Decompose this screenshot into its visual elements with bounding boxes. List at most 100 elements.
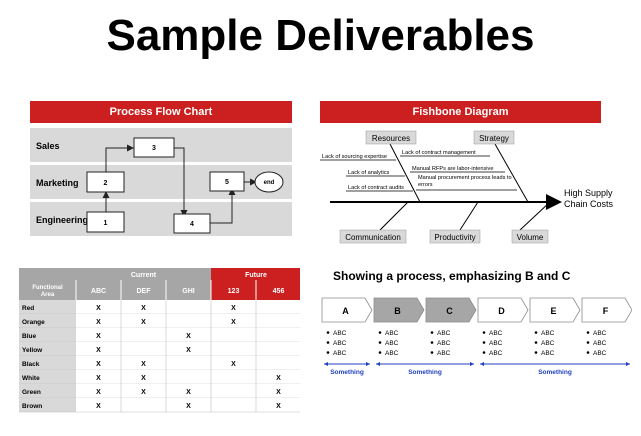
category-volume (511, 229, 549, 244)
table-current-cols-bg (76, 280, 211, 300)
table-cell: X (96, 375, 101, 382)
bone-strategy (494, 143, 529, 203)
table-row-label: Black (22, 361, 40, 368)
process-step-chevron (373, 297, 425, 323)
process-bullet: ABC (437, 330, 451, 337)
table-row (76, 300, 300, 314)
flow-box-4-label: 4 (190, 221, 194, 228)
category-strategy-label: Strategy (479, 134, 509, 143)
flow-box-5-label: 5 (225, 179, 229, 186)
table-cell: X (96, 403, 101, 410)
bullet-dot (534, 341, 538, 344)
table-row (76, 342, 300, 356)
flow-box-3-label: 3 (152, 145, 156, 152)
lane-label-marketing: Marketing (36, 178, 79, 188)
process-bullet: ABC (593, 330, 607, 337)
category-resources-label: Resources (372, 134, 410, 143)
bullet-dot (482, 341, 486, 344)
process-bullet: ABC (593, 350, 607, 357)
flow-end-terminator (254, 171, 284, 193)
table-cell: X (186, 347, 191, 354)
bullet-dot (326, 331, 330, 334)
category-productivity-label: Productivity (434, 233, 475, 242)
bone-productivity (459, 201, 479, 231)
flow-box-2-label: 2 (104, 180, 108, 187)
table-row-label: Brown (22, 403, 42, 410)
cause-3: Lack of analytics (348, 170, 390, 176)
table-col-header: 456 (273, 288, 285, 295)
flow-end-label: end (264, 180, 275, 186)
connector-4-5 (210, 188, 236, 224)
table-row (76, 370, 300, 384)
table-cell: X (96, 319, 101, 326)
cause-4: Manual RFPs are labor-intensive (412, 166, 493, 172)
category-productivity (429, 229, 481, 244)
table-row-label-bg (19, 342, 76, 356)
table-row-label: Yellow (22, 347, 43, 354)
table-row-label-bg (19, 300, 76, 314)
table-col-header: ABC (91, 288, 106, 295)
table-col-header: DEF (137, 288, 152, 295)
span-label: Something (538, 369, 572, 376)
fishbone-diagram: Resources Strategy Communication Product… (320, 130, 613, 244)
process-flow-header: Process Flow Chart (30, 101, 292, 123)
table-cell: X (141, 305, 146, 312)
bullet-dot (586, 341, 590, 344)
category-resources (365, 130, 417, 145)
table-row-label-bg (19, 328, 76, 342)
cause-2: Lack of contract management (402, 150, 476, 156)
process-step-chevron (321, 297, 373, 323)
flow-box-1-label: 1 (104, 220, 108, 227)
table-cell: X (96, 361, 101, 368)
process-step-label: E (550, 306, 556, 316)
process-bullet: ABC (541, 340, 555, 347)
table-row-label-bg (19, 356, 76, 370)
fishbone-header: Fishbone Diagram (320, 101, 601, 123)
process-bullet: ABC (489, 350, 503, 357)
process-emphasis-title: Showing a process, emphasizing B and C (333, 269, 571, 283)
bullet-dot (586, 351, 590, 354)
table-row-label: Green (22, 389, 41, 396)
cause-1: Lack of sourcing expertise (322, 154, 387, 160)
process-flow-chart: Sales Marketing Engineering 1 2 3 4 5 en… (30, 128, 292, 236)
table-group-current: Current (131, 272, 157, 279)
bone-volume (519, 201, 551, 231)
table-cell: X (231, 319, 236, 326)
lane-engineering (30, 202, 292, 236)
process-bullet: ABC (333, 330, 347, 337)
table-cell: X (96, 389, 101, 396)
table-cell: X (141, 319, 146, 326)
lane-label-engineering: Engineering (36, 215, 88, 225)
bullet-dot (430, 341, 434, 344)
table-row-header-bg (19, 268, 76, 300)
table-cell: X (231, 305, 236, 312)
process-bullet: ABC (437, 340, 451, 347)
table-cell: X (141, 361, 146, 368)
table-cell: X (96, 347, 101, 354)
table-row-label: Orange (22, 319, 45, 326)
bullet-dot (430, 351, 434, 354)
bullet-dot (482, 351, 486, 354)
process-step-label: B (394, 306, 401, 316)
table-cell: X (276, 389, 281, 396)
table-row (76, 398, 300, 412)
process-bullet: ABC (385, 340, 399, 347)
table-row (76, 328, 300, 342)
table-cell: X (141, 375, 146, 382)
lane-label-sales: Sales (36, 141, 60, 151)
bullet-dot (326, 351, 330, 354)
process-emphasis-diagram: AABCABCABCBABCABCABCCABCABCABCDABCABCABC… (321, 297, 632, 376)
process-step-label: F (603, 306, 609, 316)
process-step-label: D (498, 306, 505, 316)
process-step-label: C (446, 306, 453, 316)
span-label: Something (330, 369, 364, 376)
process-bullet: ABC (437, 350, 451, 357)
table-group-future-bg (211, 268, 300, 280)
process-bullet: ABC (541, 350, 555, 357)
category-communication (339, 229, 407, 244)
table-cell: X (186, 403, 191, 410)
bullet-dot (378, 341, 382, 344)
table-cell: X (141, 389, 146, 396)
process-bullet: ABC (385, 350, 399, 357)
